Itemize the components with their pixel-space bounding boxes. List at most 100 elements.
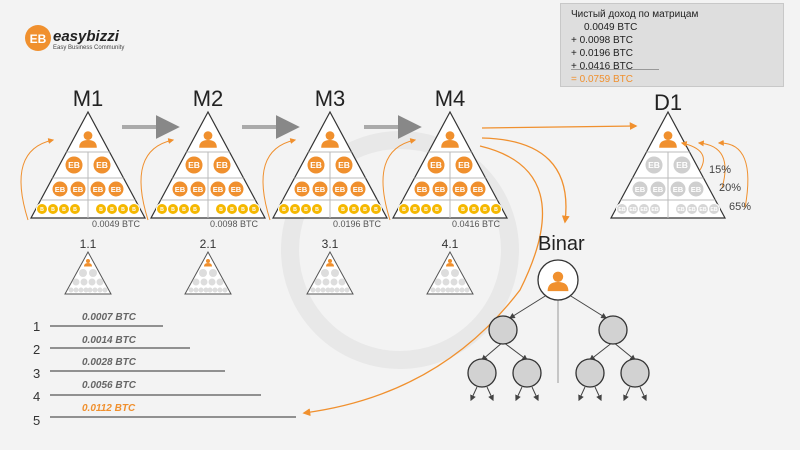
level-2-coin-icon-glyph: EB bbox=[213, 185, 224, 194]
level-2-coin-icon-glyph: EB bbox=[353, 185, 364, 194]
bitcoin-coin-icon-glyph: B bbox=[121, 207, 125, 213]
binar-node bbox=[488, 315, 518, 345]
level-number-4: 4 bbox=[33, 389, 41, 404]
level-number-1: 1 bbox=[33, 319, 41, 334]
level-2-coin-icon bbox=[431, 180, 449, 198]
sub-matrix-coin-icon bbox=[212, 287, 218, 293]
sub-matrix-coin-icon bbox=[450, 278, 458, 286]
sub-matrix-coin-icon bbox=[78, 287, 84, 293]
level-number-2: 2 bbox=[33, 342, 41, 357]
person-head bbox=[448, 259, 452, 263]
summary-title: Чистый доход по матрицам bbox=[571, 9, 699, 20]
bitcoin-coin-icon-glyph: B bbox=[424, 207, 428, 213]
bitcoin-coin-icon-glyph: B bbox=[171, 207, 175, 213]
bitcoin-coin-icon-glyph: B bbox=[483, 207, 487, 213]
person-icon bbox=[79, 131, 97, 148]
person-head bbox=[325, 131, 335, 141]
bitcoin-coin-icon bbox=[311, 203, 323, 215]
sub-matrix-coin-icon bbox=[222, 287, 228, 293]
d1-percent-20: 20% bbox=[719, 182, 742, 194]
level-1-coin-icon bbox=[454, 155, 474, 175]
level-1-coin-icon bbox=[212, 155, 232, 175]
level-1-coin-icon-glyph: EB bbox=[216, 160, 228, 170]
sub-matrix-coin-icon bbox=[454, 287, 460, 293]
sub-matrix-coin-icon bbox=[334, 287, 340, 293]
level-number-3: 3 bbox=[33, 366, 41, 381]
sub-matrix-coin-icon bbox=[68, 287, 74, 293]
level-1-coin-icon bbox=[426, 155, 446, 175]
level-value-1: 0.0007 BTC bbox=[82, 312, 136, 323]
level-2-coin-icon bbox=[649, 180, 667, 198]
summary-line-2: + 0.0098 BTC bbox=[571, 35, 633, 46]
level-2-coin-icon-glyph: EB bbox=[673, 185, 684, 194]
sub-matrix-coin-icon bbox=[325, 287, 331, 293]
sub-matrix-coin-icon bbox=[188, 287, 194, 293]
binar-leaf-arrow bbox=[623, 386, 631, 402]
bitcoin-coin-icon-glyph: B bbox=[62, 207, 66, 213]
level-1-coin-icon bbox=[334, 155, 354, 175]
sub-matrix-coin-icon bbox=[193, 287, 199, 293]
sub-matrix-coin-icon bbox=[435, 287, 441, 293]
d1-distribution-arrow-3 bbox=[717, 139, 749, 209]
person-body bbox=[547, 282, 569, 292]
level-1-coin-icon-glyph: EB bbox=[310, 160, 322, 170]
sub-matrix-coin-icon bbox=[459, 287, 465, 293]
sub-matrix-coin-icon bbox=[198, 287, 204, 293]
person-body bbox=[441, 140, 459, 148]
level-2-coin-icon-glyph: EB bbox=[335, 185, 346, 194]
sub-matrix-coin-icon bbox=[200, 278, 208, 286]
binar-leaf-arrow bbox=[531, 386, 539, 402]
sub-matrix-label-2: 2.1 bbox=[199, 237, 217, 251]
level-3-coin-icon-glyph: EB bbox=[651, 207, 658, 213]
sub-matrix-label-1: 1.1 bbox=[79, 237, 97, 251]
sub-matrix-label-3: 3.1 bbox=[321, 237, 339, 251]
bitcoin-coin-icon-glyph: B bbox=[402, 207, 406, 213]
binar-edge bbox=[612, 341, 636, 361]
level-2-coin-icon bbox=[209, 180, 227, 198]
sub-matrix-coin-icon bbox=[331, 269, 339, 277]
pyramid-d1 bbox=[609, 110, 727, 219]
level-2-coin-icon-glyph: EB bbox=[473, 185, 484, 194]
binar-edge bbox=[502, 341, 528, 361]
level-2-coin-icon-glyph: EB bbox=[315, 185, 326, 194]
level-value-5: 0.0112 BTC bbox=[82, 403, 136, 414]
sub-matrix-coin-icon bbox=[445, 287, 451, 293]
level-2-coin-icon bbox=[669, 180, 687, 198]
bitcoin-coin-icon-glyph: B bbox=[51, 207, 55, 213]
sub-matrix-coin-icon bbox=[442, 278, 450, 286]
level-2-coin-icon-glyph: EB bbox=[93, 185, 104, 194]
level-2-coin-icon-glyph: EB bbox=[455, 185, 466, 194]
level-2-coin-icon bbox=[107, 180, 125, 198]
background-logo-ring bbox=[281, 131, 519, 369]
matrix-earning-m1: 0.0049 BTC bbox=[92, 219, 141, 229]
bitcoin-coin-icon-glyph: B bbox=[230, 207, 234, 213]
binar-edge bbox=[589, 341, 614, 361]
binar-leaf-arrow bbox=[470, 386, 478, 402]
person-head bbox=[203, 131, 213, 141]
level-2-coin-icon-glyph: EB bbox=[111, 185, 122, 194]
arrow-to-binar bbox=[481, 137, 570, 224]
bitcoin-coin-icon-glyph: B bbox=[315, 207, 319, 213]
d1-distribution-arrow-2 bbox=[697, 140, 726, 189]
level-2-coin-icon bbox=[171, 180, 189, 198]
level-2-coin-icon-glyph: EB bbox=[691, 185, 702, 194]
sub-matrix-coin-icon bbox=[329, 287, 335, 293]
person-head bbox=[83, 131, 93, 141]
bitcoin-coin-icon-glyph: B bbox=[413, 207, 417, 213]
level-2-coin-icon-glyph: EB bbox=[175, 185, 186, 194]
bitcoin-coin-icon-glyph: B bbox=[461, 207, 465, 213]
sub-matrix-coin-icon bbox=[207, 287, 213, 293]
bitcoin-coin-icon-glyph: B bbox=[363, 207, 367, 213]
logo-badge-icon bbox=[25, 25, 51, 51]
level-2-coin-icon-glyph: EB bbox=[435, 185, 446, 194]
binar-node bbox=[598, 315, 628, 345]
bitcoin-coin-icon bbox=[248, 203, 260, 215]
sub-matrix-coin-icon bbox=[310, 287, 316, 293]
level-2-coin-icon bbox=[189, 180, 207, 198]
sub-matrix-coin-icon bbox=[203, 287, 209, 293]
bitcoin-coin-icon-glyph: B bbox=[219, 207, 223, 213]
person-head bbox=[86, 259, 90, 263]
sub-matrix-coin-icon bbox=[321, 269, 329, 277]
level-value-4: 0.0056 BTC bbox=[82, 380, 136, 391]
sub-matrix-label-4: 4.1 bbox=[441, 237, 459, 251]
